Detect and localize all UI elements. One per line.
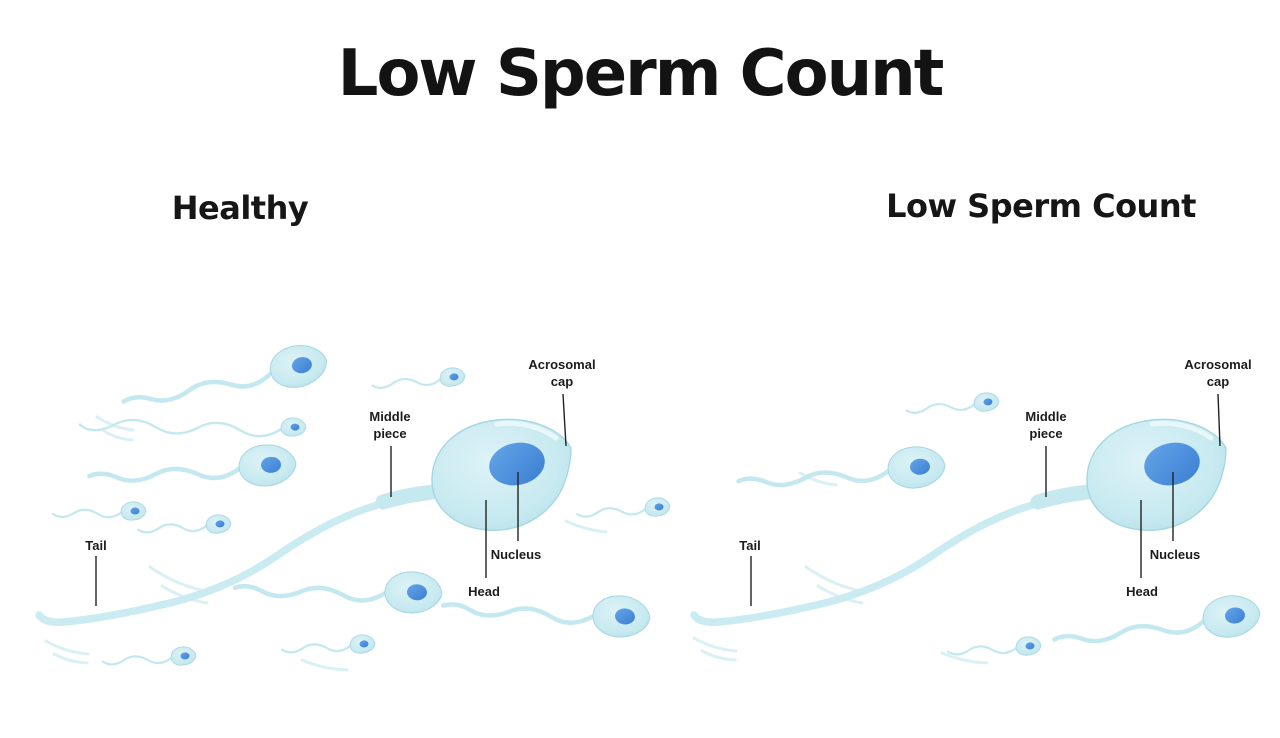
- sperm-cell: [1052, 593, 1262, 655]
- label-tail-low: Tail: [739, 538, 761, 553]
- motion-arcs-low: [692, 471, 989, 665]
- label-acrosomal-cap-healthy: Acrosomal cap: [528, 357, 596, 389]
- heading-low: Low Sperm Count: [886, 187, 1196, 225]
- sperm-cell: [575, 496, 672, 522]
- label-tail-healthy: Tail: [85, 538, 107, 553]
- sperm-cell: [101, 645, 198, 670]
- sperm-cell: [946, 635, 1043, 660]
- sperm-cell: [280, 633, 377, 658]
- main-title: Low Sperm Count: [337, 37, 945, 111]
- label-nucleus-low: Nucleus: [1149, 547, 1201, 562]
- label-head-healthy: Head: [468, 584, 500, 599]
- sperm-cell: [136, 513, 233, 538]
- label-middle-piece-low: Middle piece: [1025, 409, 1067, 441]
- label-head-low: Head: [1126, 584, 1158, 599]
- sperm-cell: [370, 365, 467, 393]
- label-acrosomal-cap-low: Acrosomal cap: [1184, 357, 1252, 389]
- label-nucleus-healthy: Nucleus: [490, 547, 542, 562]
- sperm-cell: [904, 390, 1001, 418]
- sperm-cell: [119, 341, 330, 417]
- heading-healthy: Healthy: [171, 189, 309, 227]
- label-middle-piece-healthy: Middle piece: [369, 409, 411, 441]
- sperm-cell: [88, 444, 296, 492]
- sperm-cell: [51, 500, 148, 522]
- leader-lines: [95, 393, 1221, 606]
- sperm-cell: [78, 409, 308, 440]
- sperm-cell: [234, 563, 443, 615]
- sperm-cell: [737, 445, 946, 497]
